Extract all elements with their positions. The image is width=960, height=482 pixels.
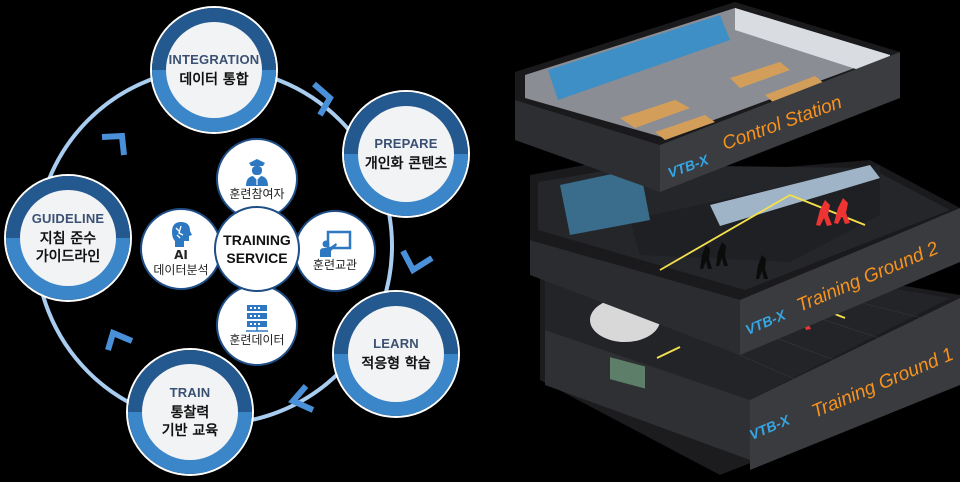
back-wall: [735, 8, 890, 80]
service-instructor: 훈련교관: [294, 210, 376, 292]
training-facility-3d: VTB-X Training Ground 1 VTB-X Training G…: [515, 2, 960, 475]
floor-control-station: VTB-X Control Station: [515, 2, 900, 192]
stage-train: TRAIN 통찰력 기반 교육: [128, 350, 252, 474]
service-label: 훈련교관: [312, 257, 358, 272]
training-service-center: TRAINING SERVICE: [214, 206, 300, 292]
stage-ko-label: 적응형 학습: [361, 355, 431, 372]
floor-training-ground-2: VTB-X Training Ground 2: [530, 155, 960, 355]
stage-ko-label: 지침 준수 가이드라인: [35, 230, 101, 265]
wall-screen: [610, 357, 645, 389]
stage-ko-label: 통찰력 기반 교육: [161, 404, 219, 439]
target-figure: [834, 198, 850, 224]
stage-en-label: GUIDELINE: [31, 210, 105, 226]
arrowhead-icon: [312, 81, 334, 117]
service-data: 훈련데이터: [216, 284, 298, 366]
stage-en-label: INTEGRATION: [168, 51, 260, 67]
service-ai: AI 데이터분석: [140, 208, 222, 290]
service-label: 데이터분석: [153, 263, 209, 277]
target-figure: [816, 200, 832, 226]
stage-ko-label: 개인화 콘텐츠: [364, 155, 448, 172]
stage-guideline: GUIDELINE 지침 준수 가이드라인: [6, 176, 130, 300]
training-cycle-diagram: INTEGRATION 데이터 통합 PREPARE 개인화 콘텐츠 LEARN 적응…: [6, 8, 468, 474]
server-icon: [246, 304, 268, 332]
console-desks: [620, 62, 825, 140]
stage-prepare: PREPARE 개인화 콘텐츠: [344, 92, 468, 216]
arrowhead-icon: [105, 328, 134, 351]
brain-icon: [172, 222, 192, 247]
trainee-figures: [700, 242, 768, 279]
stage-en-label: TRAIN: [169, 384, 211, 400]
arrowhead-icon: [288, 384, 315, 413]
command-room: [560, 168, 650, 235]
stage-ko-label: 데이터 통합: [179, 71, 249, 88]
officer-icon: [246, 158, 268, 186]
service-ai-label: AI: [174, 248, 188, 262]
stage-learn: LEARN 적응형 학습: [334, 292, 458, 416]
stage-integration: INTEGRATION 데이터 통합: [152, 8, 276, 132]
stage-en-label: LEARN: [373, 335, 419, 351]
service-label: 훈련참여자: [229, 186, 285, 201]
stage-en-label: PREPARE: [374, 135, 438, 151]
arrowhead-icon: [101, 132, 127, 156]
arrowhead-icon: [400, 249, 434, 275]
service-label: 훈련데이터: [229, 332, 285, 347]
presentation-icon: [320, 230, 352, 257]
center-title: TRAINING SERVICE: [223, 232, 291, 266]
projection-wall: [710, 165, 880, 226]
video-wall: [548, 15, 730, 100]
